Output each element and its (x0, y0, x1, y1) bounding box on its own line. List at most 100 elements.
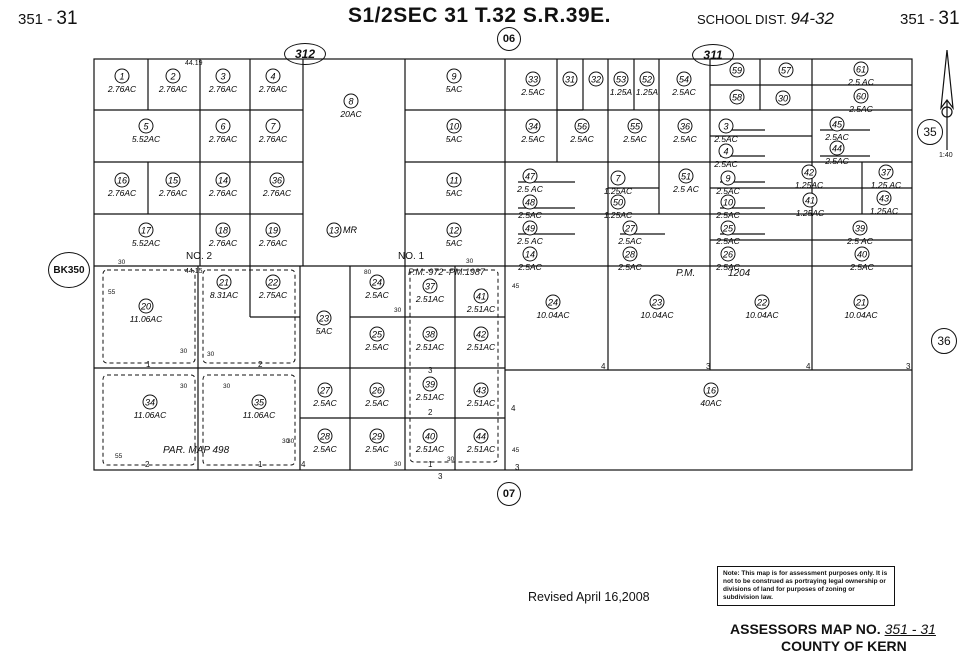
parcel-number[interactable]: 26 (371, 386, 382, 396)
parcel-27-circle[interactable] (622, 220, 638, 236)
parcel-31-circle[interactable] (562, 71, 578, 87)
parcel-12-circle[interactable] (446, 222, 462, 238)
parcel-39-circle[interactable] (852, 220, 868, 236)
parcel-number[interactable]: 29 (371, 432, 382, 442)
parcel-number[interactable]: 4 (723, 147, 728, 157)
parcel-number[interactable]: 16 (117, 176, 127, 186)
parcel-number[interactable]: 37 (425, 282, 436, 292)
parcel-number[interactable]: 49 (525, 224, 535, 234)
parcel-number[interactable]: 56 (577, 122, 587, 132)
parcel-37-circle[interactable] (878, 164, 894, 180)
parcel-number[interactable]: 28 (624, 250, 635, 260)
parcel-number[interactable]: 44 (476, 432, 486, 442)
parcel-51-circle[interactable] (678, 168, 694, 184)
parcel-number[interactable]: 23 (651, 298, 662, 308)
parcel-47-circle[interactable] (522, 168, 538, 184)
section-35-marker[interactable]: 35 (917, 119, 943, 145)
parcel-58-circle[interactable] (729, 89, 745, 105)
parcel-44-circle[interactable] (829, 140, 845, 156)
parcel-number[interactable]: 59 (732, 66, 742, 76)
parcel-number[interactable]: 32 (591, 75, 601, 85)
parcel-43-circle[interactable] (876, 190, 892, 206)
parcel-36-circle[interactable] (677, 118, 693, 134)
parcel-1-circle[interactable] (114, 68, 130, 84)
parcel-18-circle[interactable] (215, 222, 231, 238)
parcel-number[interactable]: 36 (272, 176, 282, 186)
parcel-number[interactable]: 19 (268, 226, 278, 236)
parcel-number[interactable]: 3 (723, 122, 728, 132)
parcel-34-circle[interactable] (525, 118, 541, 134)
parcel-41-circle[interactable] (802, 192, 818, 208)
parcel-53-circle[interactable] (613, 71, 629, 87)
parcel-43-circle[interactable] (473, 382, 489, 398)
parcel-number[interactable]: 42 (804, 168, 814, 178)
parcel-number[interactable]: 38 (425, 330, 435, 340)
parcel-number[interactable]: 45 (832, 120, 843, 130)
parcel-49-circle[interactable] (522, 220, 538, 236)
parcel-number[interactable]: 13 (329, 226, 339, 236)
parcel-32-circle[interactable] (588, 71, 604, 87)
parcel-20-circle[interactable] (138, 298, 154, 314)
parcel-number[interactable]: 28 (319, 432, 330, 442)
parcel-23-circle[interactable] (649, 294, 665, 310)
parcel-60-circle[interactable] (853, 88, 869, 104)
parcel-6-circle[interactable] (215, 118, 231, 134)
parcel-61-circle[interactable] (853, 61, 869, 77)
parcel-number[interactable]: 33 (528, 75, 538, 85)
parcel-45-circle[interactable] (829, 116, 845, 132)
parcel-number[interactable]: 23 (318, 314, 329, 324)
parcel-number[interactable]: 16 (706, 386, 716, 396)
parcel-22-circle[interactable] (754, 294, 770, 310)
parcel-number[interactable]: 14 (218, 176, 228, 186)
parcel-number[interactable]: 14 (525, 250, 535, 260)
parcel-14-circle[interactable] (522, 246, 538, 262)
parcel-55-circle[interactable] (627, 118, 643, 134)
parcel-7-circle[interactable] (265, 118, 281, 134)
parcel-number[interactable]: 21 (855, 298, 866, 308)
parcel-14-circle[interactable] (215, 172, 231, 188)
parcel-29-circle[interactable] (369, 428, 385, 444)
parcel-number[interactable]: 53 (616, 75, 626, 85)
parcel-28-circle[interactable] (622, 246, 638, 262)
parcel-3-circle[interactable] (718, 118, 734, 134)
parcel-number[interactable]: 17 (141, 226, 152, 236)
parcel-number[interactable]: 8 (348, 97, 353, 107)
book-350-marker[interactable]: BK350 (48, 252, 90, 288)
parcel-number[interactable]: 55 (630, 122, 641, 132)
parcel-number[interactable]: 22 (267, 278, 278, 288)
parcel-number[interactable]: 31 (565, 75, 575, 85)
parcel-23-circle[interactable] (316, 310, 332, 326)
parcel-50-circle[interactable] (610, 194, 626, 210)
parcel-26-circle[interactable] (720, 246, 736, 262)
parcel-number[interactable]: 57 (781, 66, 792, 76)
parcel-19-circle[interactable] (265, 222, 281, 238)
parcel-5-circle[interactable] (138, 118, 154, 134)
parcel-16-circle[interactable] (703, 382, 719, 398)
parcel-33-circle[interactable] (525, 71, 541, 87)
parcel-number[interactable]: 4 (270, 72, 275, 82)
parcel-number[interactable]: 40 (857, 250, 867, 260)
parcel-57-circle[interactable] (778, 62, 794, 78)
parcel-21-circle[interactable] (853, 294, 869, 310)
parcel-number[interactable]: 24 (371, 278, 382, 288)
parcel-number[interactable]: 20 (140, 302, 151, 312)
parcel-52-circle[interactable] (639, 71, 655, 87)
parcel-54-circle[interactable] (676, 71, 692, 87)
parcel-number[interactable]: 7 (270, 122, 276, 132)
parcel-9-circle[interactable] (720, 170, 736, 186)
parcel-number[interactable]: 43 (476, 386, 486, 396)
parcel-number[interactable]: 3 (220, 72, 225, 82)
parcel-30-circle[interactable] (775, 90, 791, 106)
parcel-44-circle[interactable] (473, 428, 489, 444)
parcel-36-circle[interactable] (269, 172, 285, 188)
parcel-10-circle[interactable] (720, 194, 736, 210)
parcel-42-circle[interactable] (801, 164, 817, 180)
parcel-21-circle[interactable] (216, 274, 232, 290)
parcel-22-circle[interactable] (265, 274, 281, 290)
parcel-34-circle[interactable] (142, 394, 158, 410)
parcel-59-circle[interactable] (729, 62, 745, 78)
parcel-25-circle[interactable] (720, 220, 736, 236)
parcel-number[interactable]: 25 (371, 330, 383, 340)
parcel-24-circle[interactable] (369, 274, 385, 290)
parcel-number[interactable]: 12 (449, 226, 459, 236)
